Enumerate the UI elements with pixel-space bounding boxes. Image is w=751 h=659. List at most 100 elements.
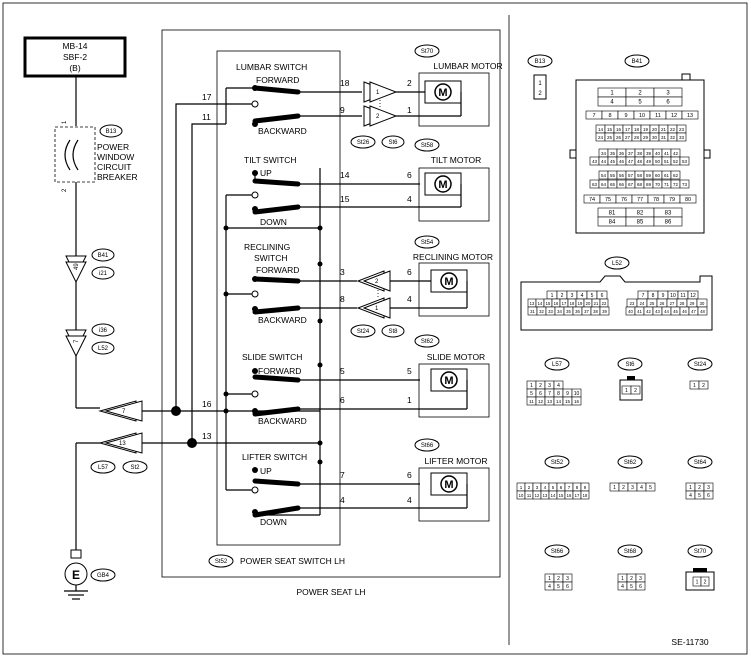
pin-number: 1 xyxy=(548,576,551,582)
tilt-motor-name: TILT MOTOR xyxy=(431,155,482,165)
l57-label: L57 xyxy=(98,465,109,471)
pin-number: 39 xyxy=(646,151,652,156)
lifter-motor-id: St66 xyxy=(421,443,434,449)
wire-17-label: 17 xyxy=(202,92,212,102)
pin-number: 16 xyxy=(574,399,580,404)
pin-cell xyxy=(635,581,646,591)
slide-pin-b: 6 xyxy=(340,395,345,405)
pin-number: 59 xyxy=(646,173,652,178)
pin-number: 5 xyxy=(638,99,642,105)
pin-number: 5 xyxy=(557,584,560,590)
breaker-line3: CIRCUIT xyxy=(97,162,131,172)
i21-pin: 49 xyxy=(74,263,80,270)
pin-number: 40 xyxy=(628,309,633,314)
pin-number: 57 xyxy=(628,173,634,178)
lumbar-pin-a: 18 xyxy=(340,78,350,88)
pin-number: 6 xyxy=(560,485,563,490)
pin-number: 5 xyxy=(630,584,633,590)
pin-number: 45 xyxy=(673,309,678,314)
b41-label: B41 xyxy=(98,253,109,259)
pin-number: 6 xyxy=(666,99,670,105)
pin-number: 78 xyxy=(653,197,659,203)
pin-number: 26 xyxy=(660,301,665,306)
pin-cell xyxy=(670,170,681,180)
pin-number: 1 xyxy=(530,383,533,389)
tilt-down: DOWN xyxy=(260,217,287,227)
pin-number: 37 xyxy=(584,309,589,314)
pin-number: 55 xyxy=(610,173,616,178)
slide-motor-id: St62 xyxy=(421,339,434,345)
l52-label: L52 xyxy=(98,346,109,352)
pin-number: 11 xyxy=(680,293,685,299)
pin-number: 1 xyxy=(689,485,692,491)
pin-number: 10 xyxy=(574,391,580,397)
lumbar-motor-id: St70 xyxy=(421,49,434,55)
pin-number: 8 xyxy=(576,485,579,490)
tilt-up: UP xyxy=(260,168,272,178)
pin-number: 3 xyxy=(707,485,710,491)
tilt-switch: TILT SWITCH UP DOWN 14 15 xyxy=(223,155,420,231)
breaker-line2: WINDOW xyxy=(97,152,134,162)
pin-number: 68 xyxy=(637,182,643,187)
pin-number: 12 xyxy=(690,293,696,299)
l52-pin: 7 xyxy=(74,339,80,343)
pin-cell xyxy=(698,380,709,390)
pin-number: 41 xyxy=(637,309,642,314)
pin-number: 33 xyxy=(679,135,685,140)
lumbar-down: BACKWARD xyxy=(258,126,307,136)
fuse-line3: (B) xyxy=(69,63,81,73)
pin-number: 1 xyxy=(610,90,614,96)
pin-number: 56 xyxy=(619,173,625,178)
pin-number: 2 xyxy=(702,383,705,389)
pin-number: 28 xyxy=(680,301,685,306)
pin-number: 8 xyxy=(652,293,655,299)
pin-number: 46 xyxy=(682,309,687,314)
pin-number: 69 xyxy=(646,182,652,187)
slide-motor-pin-b: 1 xyxy=(407,395,412,405)
fuse-line1: MB-14 xyxy=(62,41,87,51)
reclining-switch: RECLINING SWITCH FORWARD BACKWARD 3 8 xyxy=(223,242,357,325)
pin-number: 3 xyxy=(536,485,539,490)
pin-number: 76 xyxy=(621,197,627,203)
pin-number: 39 xyxy=(602,309,607,314)
breaker-line1: POWER xyxy=(97,142,129,152)
pin-number: 14 xyxy=(538,301,543,306)
pin-cell xyxy=(703,490,714,500)
connector-st2: 7 13 L57 St2 xyxy=(90,400,148,474)
pin-number: 21 xyxy=(661,127,667,132)
pin-number: 50 xyxy=(655,159,661,164)
breaker-pin-top: 1 xyxy=(62,120,68,124)
pin-cell xyxy=(681,110,699,120)
pin-number: 15 xyxy=(559,493,564,498)
reclining-title2: SWITCH xyxy=(254,253,288,263)
reclining-motor: RECLINING MOTOR St54 6 4 xyxy=(390,235,493,317)
pin-number: 28 xyxy=(634,135,640,140)
pin-number: 46 xyxy=(619,159,625,164)
pin-number: 3 xyxy=(548,383,551,389)
lifter-motor: LIFTER MOTOR St66 6 4 xyxy=(407,438,490,522)
reclining-motor-name: RECLINING MOTOR xyxy=(413,252,493,262)
pin-cell xyxy=(700,576,710,587)
tilt-motor-pin-b: 4 xyxy=(407,194,412,204)
st2-pin13: 13 xyxy=(119,441,126,447)
lumbar-switch: LUMBAR SWITCH FORWARD BACKWARD 18 9 xyxy=(225,62,362,136)
pin-number: 60 xyxy=(655,173,661,178)
rp-b13-pin1: 1 xyxy=(538,81,542,87)
pin-number: 19 xyxy=(643,127,649,132)
pin-number: 67 xyxy=(628,182,634,187)
pin-number: 10 xyxy=(670,293,676,299)
pin-number: 15 xyxy=(546,301,551,306)
pin-number: 1 xyxy=(621,576,624,582)
slide-motor: SLIDE MOTOR St62 5 1 xyxy=(407,334,490,418)
pin-number: 70 xyxy=(655,182,661,187)
pin-number: 2 xyxy=(704,579,707,585)
pin-number: 27 xyxy=(625,135,631,140)
pin-number: 4 xyxy=(689,493,692,499)
pin-number: 82 xyxy=(637,210,644,216)
st26-label: St26 xyxy=(357,140,370,146)
reclining-down: BACKWARD xyxy=(258,315,307,325)
pin-number: 43 xyxy=(592,159,598,164)
reclining-relay-pin-b: 1 xyxy=(375,306,379,312)
